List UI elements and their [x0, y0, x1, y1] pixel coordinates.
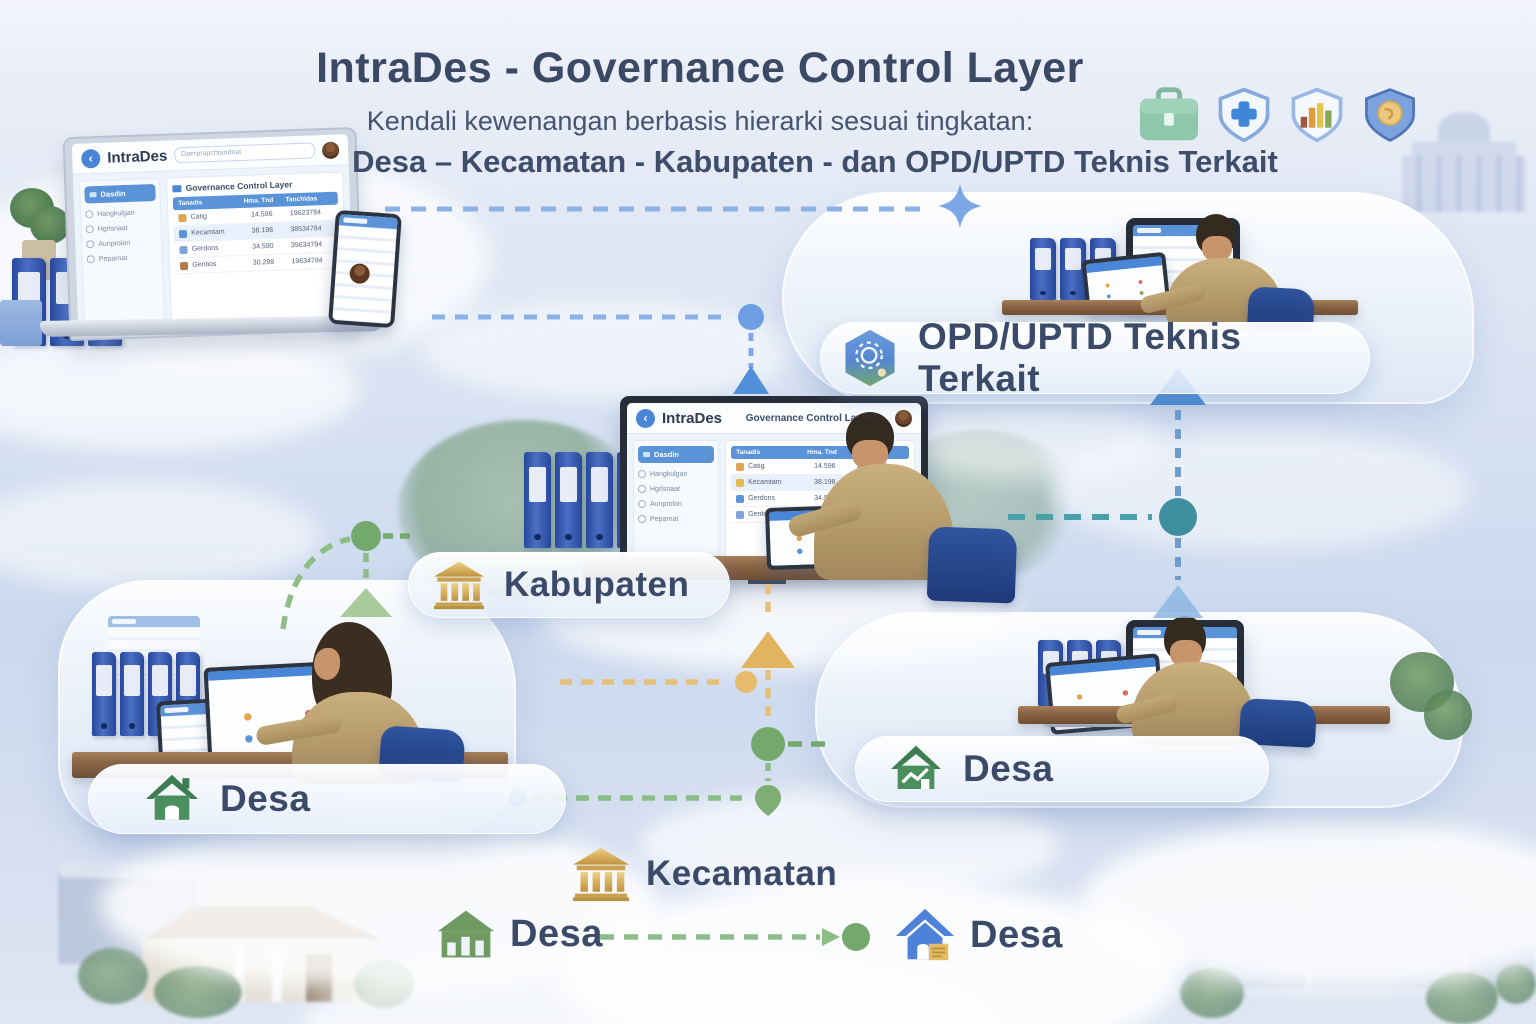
chair	[926, 526, 1018, 604]
sidebar-item: Hangkulgan	[85, 208, 157, 218]
sidebar-item: Hangkulgan	[638, 470, 714, 478]
kabupaten-bank-icon	[432, 560, 486, 610]
capitol-building-art	[1392, 112, 1536, 212]
binder-stack	[92, 652, 200, 736]
binder	[1030, 238, 1056, 300]
kecamatan-bank-icon	[570, 846, 632, 902]
statistics-shield-icon	[1288, 84, 1346, 151]
node-kabupaten: Kabupaten	[408, 552, 730, 618]
app-brand: IntraDes	[662, 409, 723, 427]
kecamatan-label: Kecamatan	[646, 854, 838, 893]
node-desa-bottom-left: Desa	[436, 906, 603, 962]
blue-box	[0, 300, 42, 346]
binder	[92, 652, 116, 736]
sidebar-item: Peparnat	[638, 515, 714, 523]
officer-figure	[1114, 616, 1296, 756]
sidebar-item: Hgrlsnaat	[86, 223, 158, 233]
opd-hexagon-icon	[842, 328, 898, 388]
intrades-logo-icon: ‹	[636, 408, 655, 428]
desa-green-house-icon	[436, 906, 496, 962]
desa-house-chart-icon	[889, 744, 943, 794]
finance-shield-icon	[1361, 84, 1419, 151]
opd-label: OPD/UPTD Teknis Terkait	[918, 316, 1242, 399]
binder	[524, 452, 551, 548]
desa-bottom-right-label: Desa	[970, 913, 1063, 956]
desa-house-icon	[144, 773, 200, 825]
node-desa-left: Desa	[88, 764, 566, 834]
subtitle-line1: Kendali kewenangan berbasis hierarki ses…	[366, 106, 1034, 136]
binder	[120, 652, 144, 736]
sidebar-item: Peparnat	[87, 253, 159, 263]
sidebar-active-item: Dasdin	[638, 446, 715, 463]
avatar	[895, 409, 912, 427]
health-shield-icon	[1215, 84, 1273, 151]
node-kecamatan: Kecamatan	[570, 846, 837, 902]
panel-title: Governance Control Layer	[745, 412, 872, 424]
sidebar-active-item: Dasdin	[84, 183, 157, 204]
sidebar-item: Aunprolon	[638, 500, 714, 508]
sidebar-item: Aunprolon	[86, 238, 158, 248]
sidebar-item: Hgrlsnaat	[638, 485, 714, 493]
desa-left-label: Desa	[220, 778, 311, 819]
subtitle-line2: Desa – Kecamatan - Kabupaten - dan OPD/U…	[352, 144, 1278, 179]
node-desa-right: Desa	[855, 736, 1269, 802]
desa-blue-house-icon	[894, 906, 956, 964]
services-briefcase-icon	[1138, 86, 1200, 149]
page-title: IntraDes - Governance Control Layer	[316, 44, 1084, 92]
phone	[328, 209, 402, 329]
desa-right-label: Desa	[963, 748, 1054, 789]
binder	[586, 452, 613, 548]
node-opd-uptd: OPD/UPTD Teknis Terkait	[820, 316, 1370, 399]
node-desa-bottom-right: Desa	[894, 906, 1063, 964]
binder	[555, 452, 582, 548]
kabupaten-label: Kabupaten	[504, 565, 690, 604]
sector-badge-row	[1138, 84, 1419, 151]
desa-bottom-left-label: Desa	[510, 912, 603, 955]
